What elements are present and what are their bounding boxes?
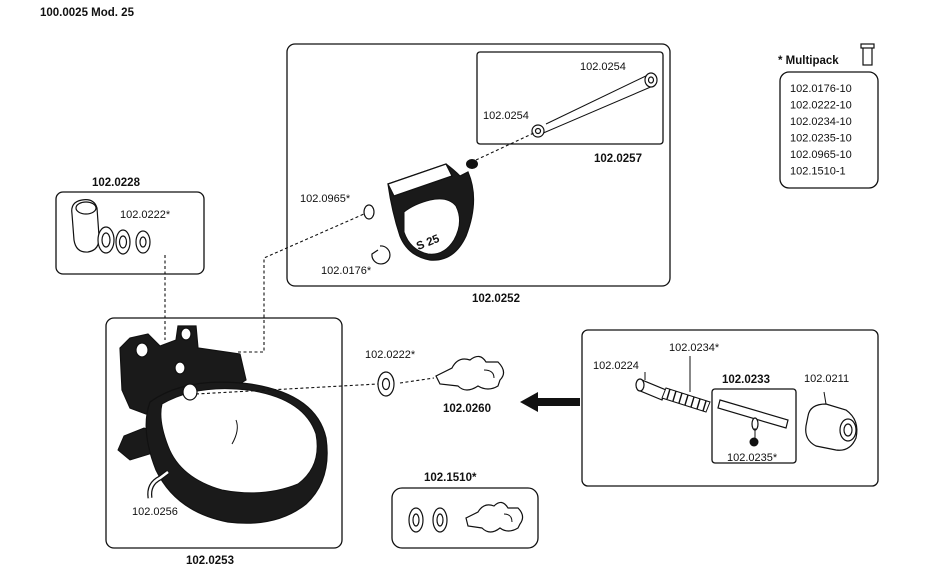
spring-102-0234 [661, 387, 711, 413]
multipack-item: 102.0234-10 [790, 116, 852, 128]
kit-102-1510 [408, 501, 524, 533]
pin-102-0254 [531, 72, 658, 138]
tube-icon [860, 43, 875, 66]
label-102-0235: 102.0235* [727, 452, 778, 464]
label-102-0254-mid: 102.0254 [483, 110, 529, 122]
label-102-0256: 102.0256 [132, 506, 178, 518]
label-102-0228: 102.0228 [92, 177, 141, 189]
label-102-0211: 102.0211 [804, 373, 849, 385]
multipack-item: 102.0176-10 [790, 83, 852, 95]
multipack-item: 102.0222-10 [790, 100, 852, 112]
label-102-0257: 102.0257 [594, 153, 642, 165]
valve-s25: S 25 [387, 159, 478, 261]
leader-0260-bowl [195, 383, 379, 395]
label-102-0233: 102.0233 [722, 374, 770, 386]
label-102-0224: 102.0224 [593, 360, 639, 372]
seal-102-0235 [749, 437, 759, 447]
label-102-1510: 102.1510* [424, 472, 477, 484]
multipack-item: 102.0235-10 [790, 133, 852, 145]
multipack-item: 102.1510-1 [790, 166, 846, 178]
washer-102-0222-b [377, 371, 395, 397]
label-102-0965: 102.0965* [300, 193, 351, 205]
clip-102-0176 [371, 245, 391, 265]
drinking-bowl [117, 325, 328, 524]
multipack-item: 102.0965-10 [790, 149, 852, 161]
label-102-0176: 102.0176* [321, 265, 372, 277]
box-102-0257 [476, 51, 664, 145]
box-valve-assembly [581, 329, 879, 487]
label-102-0254-top: 102.0254 [580, 61, 626, 73]
box-102-0228 [55, 191, 205, 275]
label-102-0234: 102.0234* [669, 342, 720, 354]
washer-102-0965 [363, 204, 375, 220]
arrow-left-icon [520, 392, 580, 412]
fitting-102-0228 [71, 199, 115, 254]
multipack-list: 102.0176-10 102.0222-10 102.0234-10 102.023… [790, 83, 852, 178]
multipack-title: * Multipack [778, 55, 839, 67]
label-102-0253: 102.0253 [186, 555, 234, 567]
plunger-102-0224 [635, 378, 667, 401]
leader-0252-bowl [238, 213, 365, 353]
label-102-0252: 102.0252 [472, 293, 520, 305]
diagram-title: 100.0025 Mod. 25 [40, 7, 135, 19]
box-102-0252 [286, 43, 671, 287]
box-102-0253 [105, 317, 343, 549]
multipack-box [779, 71, 879, 189]
connector-dotted [475, 131, 537, 161]
nozzle-102-0260 [435, 355, 505, 391]
pin-102-0233 [717, 399, 789, 440]
washer-102-0222-a [115, 229, 151, 255]
hose-102-0256 [148, 471, 169, 499]
nut-102-0211 [805, 391, 858, 451]
label-102-0222-a: 102.0222* [120, 209, 171, 221]
label-102-0260: 102.0260 [443, 403, 491, 415]
label-102-0222-b: 102.0222* [365, 349, 416, 361]
box-102-0233 [711, 388, 797, 464]
box-102-1510 [391, 487, 539, 549]
